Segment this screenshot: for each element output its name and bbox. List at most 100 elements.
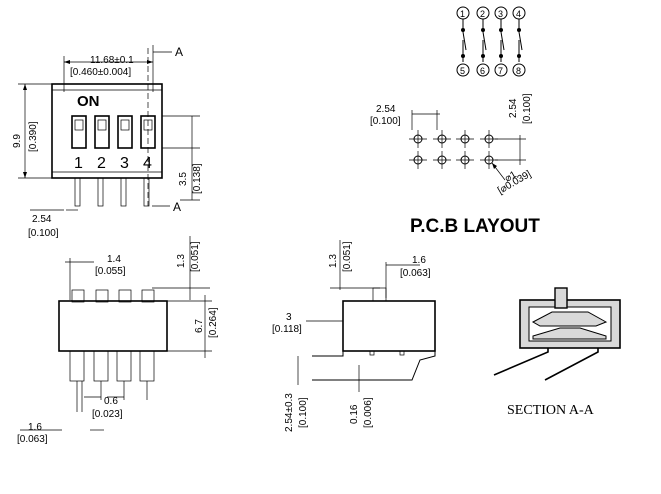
side-act-h-mm: 1.3 [328, 254, 339, 268]
section-slider [531, 311, 608, 327]
body-h-in-label: [0.264] [208, 307, 219, 338]
section-a-a: SECTION A-A [493, 287, 621, 418]
side-view: 1.3 [0.051] 1.6 [0.063] 3 [0.118] 2.54±0… [272, 240, 436, 432]
pin-label-1: 1 [460, 9, 465, 19]
pin-label-8: 8 [516, 66, 521, 76]
pcb-hole [433, 151, 451, 169]
switch-slot-1 [71, 115, 87, 149]
actuator-1 [71, 289, 85, 303]
section-actuator [554, 287, 568, 309]
side-body-in: [0.118] [272, 324, 302, 335]
pin-w-in-label: [0.023] [92, 409, 123, 420]
switch-body-side [342, 300, 436, 352]
actuator-2 [95, 289, 109, 303]
switch-number-3: 3 [120, 155, 129, 172]
pcb-layout-title: P.C.B LAYOUT [410, 216, 540, 237]
pin-label-7: 7 [498, 66, 503, 76]
section-mark-top: A [175, 45, 183, 59]
side-pin-t-mm: 0.16 [349, 404, 360, 424]
schematic-switch-3: 3 7 [494, 6, 508, 77]
pcb-hole [456, 151, 474, 169]
section-lead-left [493, 348, 549, 376]
switch-schematic: 1 5 2 6 3 [456, 6, 526, 77]
schematic-switch-1: 1 5 [456, 6, 470, 77]
lead-in-label: [0.138] [192, 163, 203, 194]
front-lead-1 [69, 350, 85, 382]
side-body-mm: 3 [286, 312, 292, 323]
pin-label-6: 6 [480, 66, 485, 76]
lead-2 [97, 177, 104, 207]
lead-4 [143, 177, 150, 207]
switch-slot-3 [117, 115, 133, 149]
pcb-hole-mm: ⌀1 [503, 169, 519, 185]
switch-number-4: 4 [143, 155, 152, 172]
top-view: 11.68±0.1 [0.460±0.004] A ON 1 2 3 4 A [12, 45, 203, 239]
pitch-mm-label: 2.54 [32, 214, 52, 225]
switch-knob-1 [74, 119, 84, 131]
side-act-h-in: [0.051] [342, 241, 353, 272]
height-mm-label: 9.9 [12, 134, 23, 148]
pcb-hole-grid [409, 130, 498, 169]
actuator-4 [141, 289, 155, 303]
actuator-3 [118, 289, 132, 303]
pcb-hole [480, 151, 498, 169]
pcb-hole [480, 130, 498, 148]
pcb-pitch-x-mm: 2.54 [376, 104, 396, 115]
side-row-mm: 2.54±0.3 [284, 393, 295, 432]
section-contact [532, 327, 607, 340]
actuator-w-mm-label: 1.4 [107, 254, 121, 265]
front-lead-2 [93, 350, 109, 382]
side-lead-stub [369, 350, 375, 356]
pitch-in-label: [0.100] [28, 228, 59, 239]
switch-knob-3 [120, 119, 130, 131]
switch-slot-2 [94, 115, 110, 149]
pin-label-5: 5 [460, 66, 465, 76]
section-title: SECTION A-A [507, 403, 595, 418]
width-in-label: [0.460±0.004] [70, 67, 131, 78]
lead-mm-label: 3.5 [178, 172, 189, 186]
actuator-h-in-label: [0.051] [190, 241, 201, 272]
side-row-in: [0.100] [298, 397, 309, 428]
switch-knob-2 [97, 119, 107, 131]
edge-in-label: [0.063] [17, 434, 48, 445]
side-lead-stub [399, 350, 405, 356]
schematic-switch-4: 4 8 [512, 6, 526, 77]
on-label: ON [77, 93, 100, 110]
side-act-w-mm: 1.6 [412, 255, 426, 266]
side-lead-left [312, 351, 344, 357]
actuator-h-mm-label: 1.3 [176, 254, 187, 268]
section-mark-bottom: A [173, 200, 181, 214]
schematic-switch-2: 2 6 [476, 6, 490, 77]
body-h-mm-label: 6.7 [194, 319, 205, 333]
pcb-hole [456, 130, 474, 148]
side-actuator [372, 287, 387, 302]
width-mm-label: 11.68±0.1 [90, 55, 134, 66]
pin-label-3: 3 [498, 9, 503, 19]
front-view: 1.4 [0.055] 1.3 [0.051] 6.7 [0.264] 0.6 … [17, 236, 219, 445]
pcb-hole [409, 151, 427, 169]
switch-number-2: 2 [97, 155, 106, 172]
pcb-hole [409, 130, 427, 148]
switch-body-front [58, 300, 168, 352]
pin-w-mm-label: 0.6 [104, 396, 118, 407]
side-lead-right [312, 351, 436, 381]
switch-number-1: 1 [74, 155, 83, 172]
section-lead-right [544, 348, 599, 381]
pin-label-2: 2 [480, 9, 485, 19]
front-lead-4 [139, 350, 155, 382]
pcb-pitch-y-mm: 2.54 [508, 98, 519, 118]
pcb-pitch-y-in: [0.100] [522, 93, 533, 124]
pcb-pitch-x-in: [0.100] [370, 116, 401, 127]
edge-mm-label: 1.6 [28, 422, 42, 433]
pcb-hole [433, 130, 451, 148]
side-pin-t-in: [0.006] [363, 397, 374, 428]
pcb-layout: 2.54 [0.100] 2.54 [0.100] [370, 93, 540, 237]
front-lead-3 [116, 350, 132, 382]
side-act-w-in: [0.063] [400, 268, 431, 279]
height-in-label: [0.390] [28, 121, 39, 152]
actuator-w-in-label: [0.055] [95, 266, 126, 277]
pin-label-4: 4 [516, 9, 521, 19]
lead-3 [120, 177, 127, 207]
lead-1 [74, 177, 81, 207]
